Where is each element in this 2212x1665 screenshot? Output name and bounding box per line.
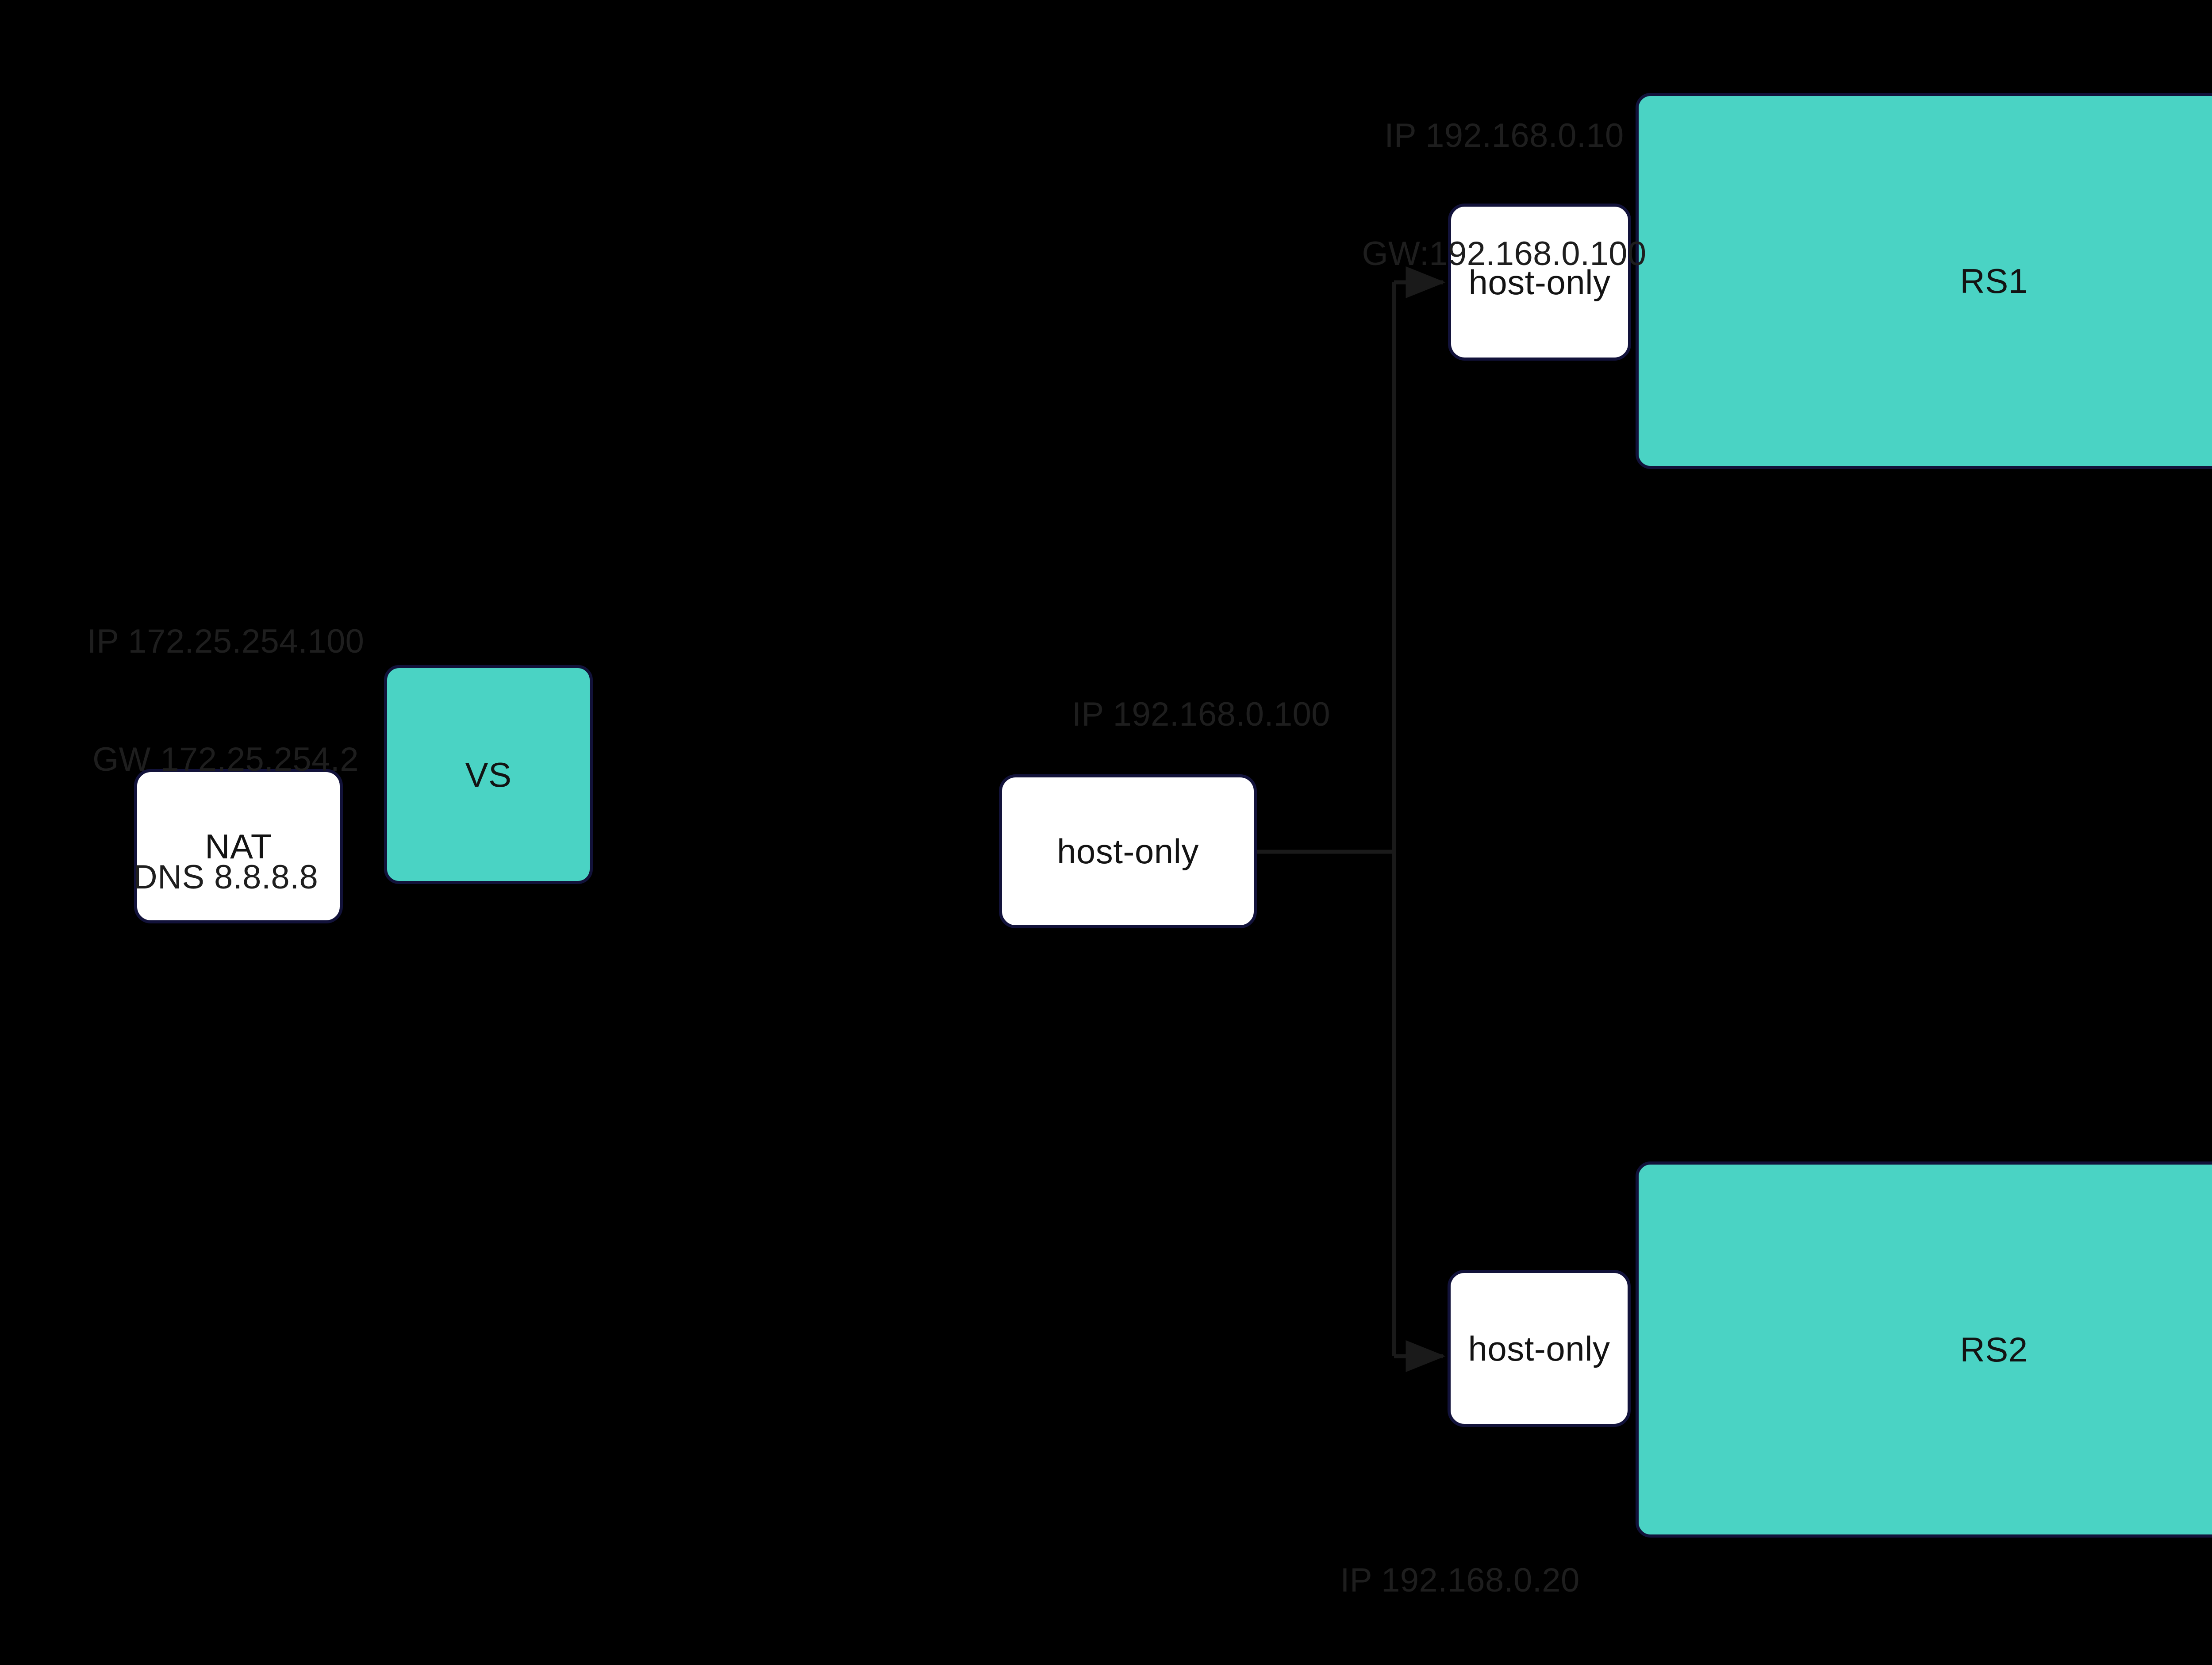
node-rs2-hostonly-label: host-only	[1468, 1329, 1610, 1368]
node-rs1-machine[interactable]: RS1	[1636, 93, 2212, 469]
node-vs-hostonly-label: host-only	[1057, 832, 1199, 871]
node-rs2-machine[interactable]: RS2	[1636, 1161, 2212, 1538]
node-rs2-label: RS2	[1960, 1330, 2028, 1369]
node-vs-hostonly-adapter[interactable]: host-only	[999, 774, 1257, 928]
annotation-line: IP 192.168.0.100	[1072, 695, 1330, 733]
node-rs1-hostonly-label: host-only	[1468, 262, 1611, 302]
annotation-vs-nat: IP 172.25.254.100 GW 172.25.254.2 DNS 8.…	[71, 543, 380, 976]
node-nat-adapter[interactable]: NAT	[134, 769, 343, 923]
annotation-rs2: IP 192.168.0.20 GW:192.168.0.100	[1296, 1482, 1624, 1665]
node-rs2-hostonly-adapter[interactable]: host-only	[1448, 1270, 1631, 1427]
annotation-line: IP 192.168.0.10	[1384, 116, 1624, 154]
annotation-rs1: IP 192.168.0.10 GW:192.168.0.100	[1340, 38, 1668, 352]
node-nat-label: NAT	[205, 827, 272, 866]
annotation-line: GW 172.25.254.2	[92, 740, 359, 778]
annotation-line: IP 192.168.0.20	[1340, 1561, 1580, 1599]
node-vs-label: VS	[465, 755, 512, 794]
annotation-vs-hostonly: IP 192.168.0.100	[1055, 616, 1347, 813]
node-vs-machine[interactable]: VS	[384, 665, 593, 884]
annotation-line: GW:192.168.0.100	[1362, 235, 1647, 273]
node-rs1-label: RS1	[1960, 261, 2028, 300]
annotation-line: DNS 8.8.8.8	[133, 858, 319, 896]
annotation-line: IP 172.25.254.100	[87, 622, 365, 660]
node-rs1-hostonly-adapter[interactable]: host-only	[1448, 204, 1631, 361]
